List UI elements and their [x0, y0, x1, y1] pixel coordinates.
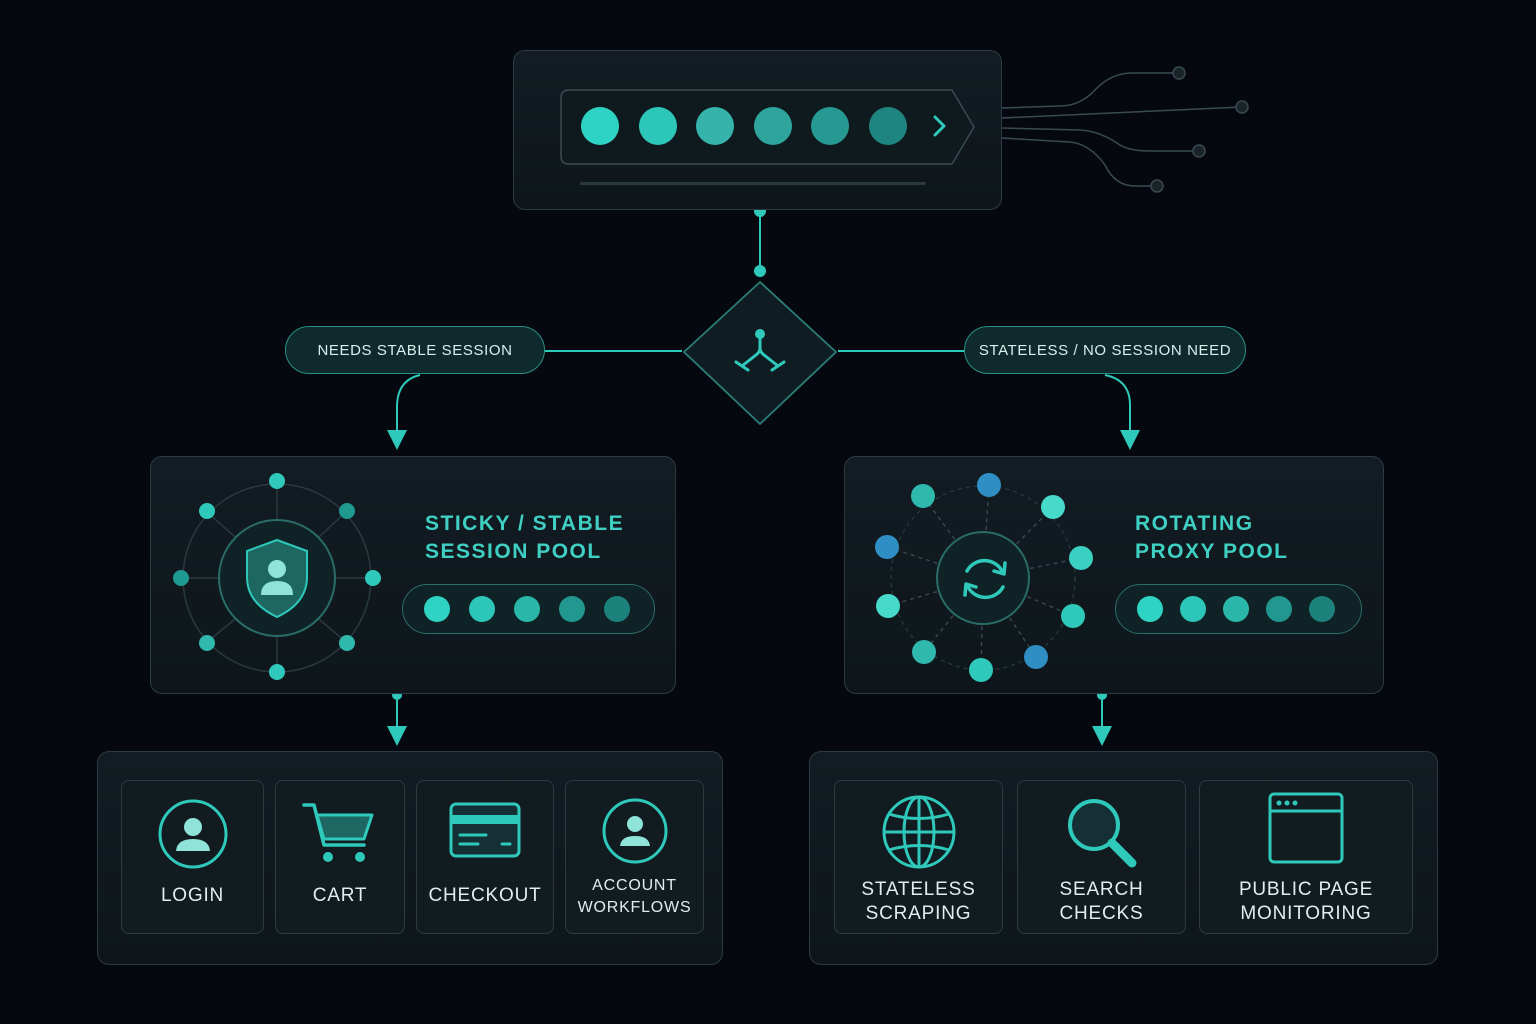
- search-icon: [1067, 799, 1136, 868]
- rotating-use-cases-panel: STATELESS SCRAPING SEARCH CHECKS PUBLIC …: [809, 751, 1438, 965]
- queue-dot: [811, 107, 849, 145]
- pool-queue-dot: [604, 596, 630, 622]
- pool-queue-dot: [1266, 596, 1292, 622]
- rotating-network-graphic: [875, 473, 1093, 682]
- trace-endpoint: [1150, 179, 1164, 193]
- globe-icon: [882, 795, 955, 869]
- use-case-label-line1: PUBLIC PAGE: [1238, 879, 1374, 900]
- use-case-public-page-monitoring: PUBLIC PAGE MONITORING: [1199, 780, 1413, 934]
- use-case-login: LOGIN: [121, 780, 264, 934]
- queue-dot: [696, 107, 734, 145]
- pool-queue-dot: [1180, 596, 1206, 622]
- use-case-label-line1: SEARCH: [1059, 879, 1144, 900]
- pool-title-line2: PROXY POOL: [1135, 540, 1289, 563]
- use-case-stateless-scraping: STATELESS SCRAPING: [834, 780, 1003, 934]
- pool-queue-dot: [514, 596, 540, 622]
- pool-queue-dot: [1223, 596, 1249, 622]
- trace-endpoint: [1172, 66, 1186, 80]
- refresh-icon: [963, 558, 1007, 600]
- rotating-pool-queue: [1115, 584, 1362, 634]
- user-circle-icon: [158, 799, 227, 869]
- use-case-label: CART: [312, 885, 368, 906]
- browser-window-icon: [1268, 792, 1344, 864]
- use-case-account-workflows: ACCOUNT WORKFLOWS: [565, 780, 704, 934]
- user-circle-icon: [602, 798, 667, 864]
- branch-label-stable-session: NEEDS STABLE SESSION: [285, 326, 545, 374]
- use-case-label-line2: MONITORING: [1240, 903, 1372, 924]
- pool-title-line2: SESSION POOL: [425, 540, 602, 563]
- use-case-label-line2: WORKFLOWS: [577, 899, 692, 916]
- use-case-cart: CART: [275, 780, 405, 934]
- use-case-checkout: CHECKOUT: [416, 780, 554, 934]
- use-case-label-line2: CHECKS: [1059, 903, 1144, 924]
- queue-dot: [754, 107, 792, 145]
- queue-dot: [869, 107, 907, 145]
- queue-dot: [581, 107, 619, 145]
- shield-user-icon: [246, 538, 308, 619]
- connector-right-branch: [1104, 374, 1140, 450]
- circuit-traces: [538, 72, 1243, 187]
- connector-left-branch: [387, 374, 421, 450]
- split-arrows-icon: [734, 329, 786, 372]
- chevron-right-icon: [933, 115, 946, 137]
- use-case-search-checks: SEARCH CHECKS: [1017, 780, 1186, 934]
- pool-queue-dot: [559, 596, 585, 622]
- trace-endpoint: [1235, 100, 1249, 114]
- use-case-label: CHECKOUT: [428, 885, 542, 906]
- sticky-pool-queue: [402, 584, 655, 634]
- pool-queue-dot: [469, 596, 495, 622]
- trace-endpoint: [1192, 144, 1206, 158]
- queue-dot: [639, 107, 677, 145]
- pool-queue-dot: [424, 596, 450, 622]
- credit-card-icon: [449, 802, 521, 858]
- pool-title-line1: ROTATING: [1135, 512, 1254, 535]
- sticky-use-cases-panel: LOGIN CART CHECKOUT: [97, 751, 723, 965]
- pool-queue-dot: [1137, 596, 1163, 622]
- use-case-label-line1: STATELESS: [861, 879, 976, 900]
- use-case-label-line1: ACCOUNT: [592, 877, 677, 894]
- pool-queue-dot: [1309, 596, 1335, 622]
- use-case-label-line2: SCRAPING: [865, 903, 972, 924]
- pool-title-line1: STICKY / STABLE: [425, 512, 625, 535]
- request-queue-panel: [513, 50, 1002, 210]
- queue-underline: [580, 182, 926, 185]
- rotating-proxy-pool-panel: ROTATING PROXY POOL: [844, 456, 1384, 694]
- sticky-session-pool-panel: STICKY / STABLE SESSION POOL: [150, 456, 676, 694]
- use-case-label: LOGIN: [160, 885, 225, 906]
- connector-node: [754, 265, 766, 277]
- branch-label-stateless: STATELESS / NO SESSION NEED: [964, 326, 1246, 374]
- cart-icon: [302, 803, 374, 862]
